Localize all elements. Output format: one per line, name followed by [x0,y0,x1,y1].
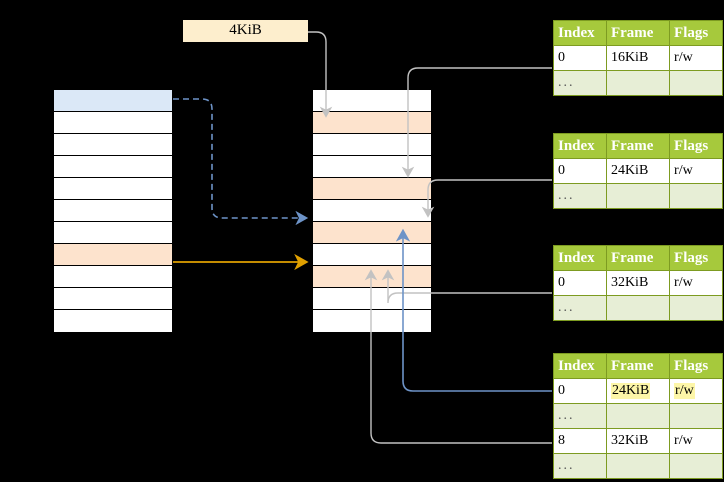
page-table-row: ... [553,70,723,96]
memory-row [313,200,431,222]
column-header-flags: Flags [669,245,723,271]
highlighted-value: r/w [674,383,695,399]
memory-row [54,266,172,288]
column-header-frame: Frame [605,133,671,159]
cell-frame: 24KiB [605,378,671,404]
column-header-frame: Frame [605,353,671,379]
cell-index: 0 [553,158,607,184]
memory-row [54,90,172,112]
column-header-frame: Frame [605,245,671,271]
column-header-index: Index [553,245,607,271]
memory-row [54,156,172,178]
cell-index: ... [553,70,607,96]
memory-row [313,222,431,244]
cell-index: 0 [553,45,607,71]
memory-row [54,310,172,332]
column-header-flags: Flags [669,20,723,46]
column-header-flags: Flags [669,133,723,159]
page-table-row: ... [553,295,723,321]
cell-frame [605,403,671,429]
cell-flags: r/w [669,270,723,296]
column-header-flags: Flags [669,353,723,379]
cell-flags [669,403,723,429]
memory-row [313,288,431,310]
connector-virtual-to-physical-dashed [173,98,309,226]
memory-row [313,244,431,266]
cell-flags: r/w [669,378,723,404]
column-header-frame: Frame [605,20,671,46]
memory-row [313,310,431,332]
cell-frame: 32KiB [605,428,671,454]
memory-row [313,90,431,112]
cell-frame: 24KiB [605,158,671,184]
memory-row [54,244,172,266]
cell-flags [669,70,723,96]
cell-frame [605,70,671,96]
cell-index: ... [553,453,607,479]
page-table-row: ... [553,183,723,209]
virtual-address-space-table [53,89,173,332]
cell-frame [605,183,671,209]
connector-pt2-to-frame [421,179,552,218]
highlighted-value: 24KiB [610,383,651,399]
memory-row [54,178,172,200]
cell-flags: r/w [669,428,723,454]
cell-index: 0 [553,378,607,404]
cell-flags [669,453,723,479]
cell-flags: r/w [669,45,723,71]
page-table-row: ... [553,453,723,479]
cell-index: 0 [553,270,607,296]
memory-row [313,156,431,178]
memory-row [313,112,431,134]
cell-flags: r/w [669,158,723,184]
cell-index: ... [553,295,607,321]
memory-row [54,222,172,244]
memory-row [54,112,172,134]
cell-flags [669,183,723,209]
memory-row [313,266,431,288]
cell-index: ... [553,403,607,429]
memory-row [313,178,431,200]
cell-index: 8 [553,428,607,454]
memory-row [313,134,431,156]
cell-frame: 16KiB [605,45,671,71]
memory-row [54,200,172,222]
column-header-index: Index [553,20,607,46]
cell-frame [605,295,671,321]
cell-flags [669,295,723,321]
cell-frame [605,453,671,479]
column-header-index: Index [553,133,607,159]
physical-memory-table [312,89,432,332]
page-table-row: ... [553,403,723,429]
memory-row [54,288,172,310]
page-size-label: 4KiB [183,20,308,42]
memory-row [54,134,172,156]
cell-index: ... [553,183,607,209]
cell-frame: 32KiB [605,270,671,296]
column-header-index: Index [553,353,607,379]
